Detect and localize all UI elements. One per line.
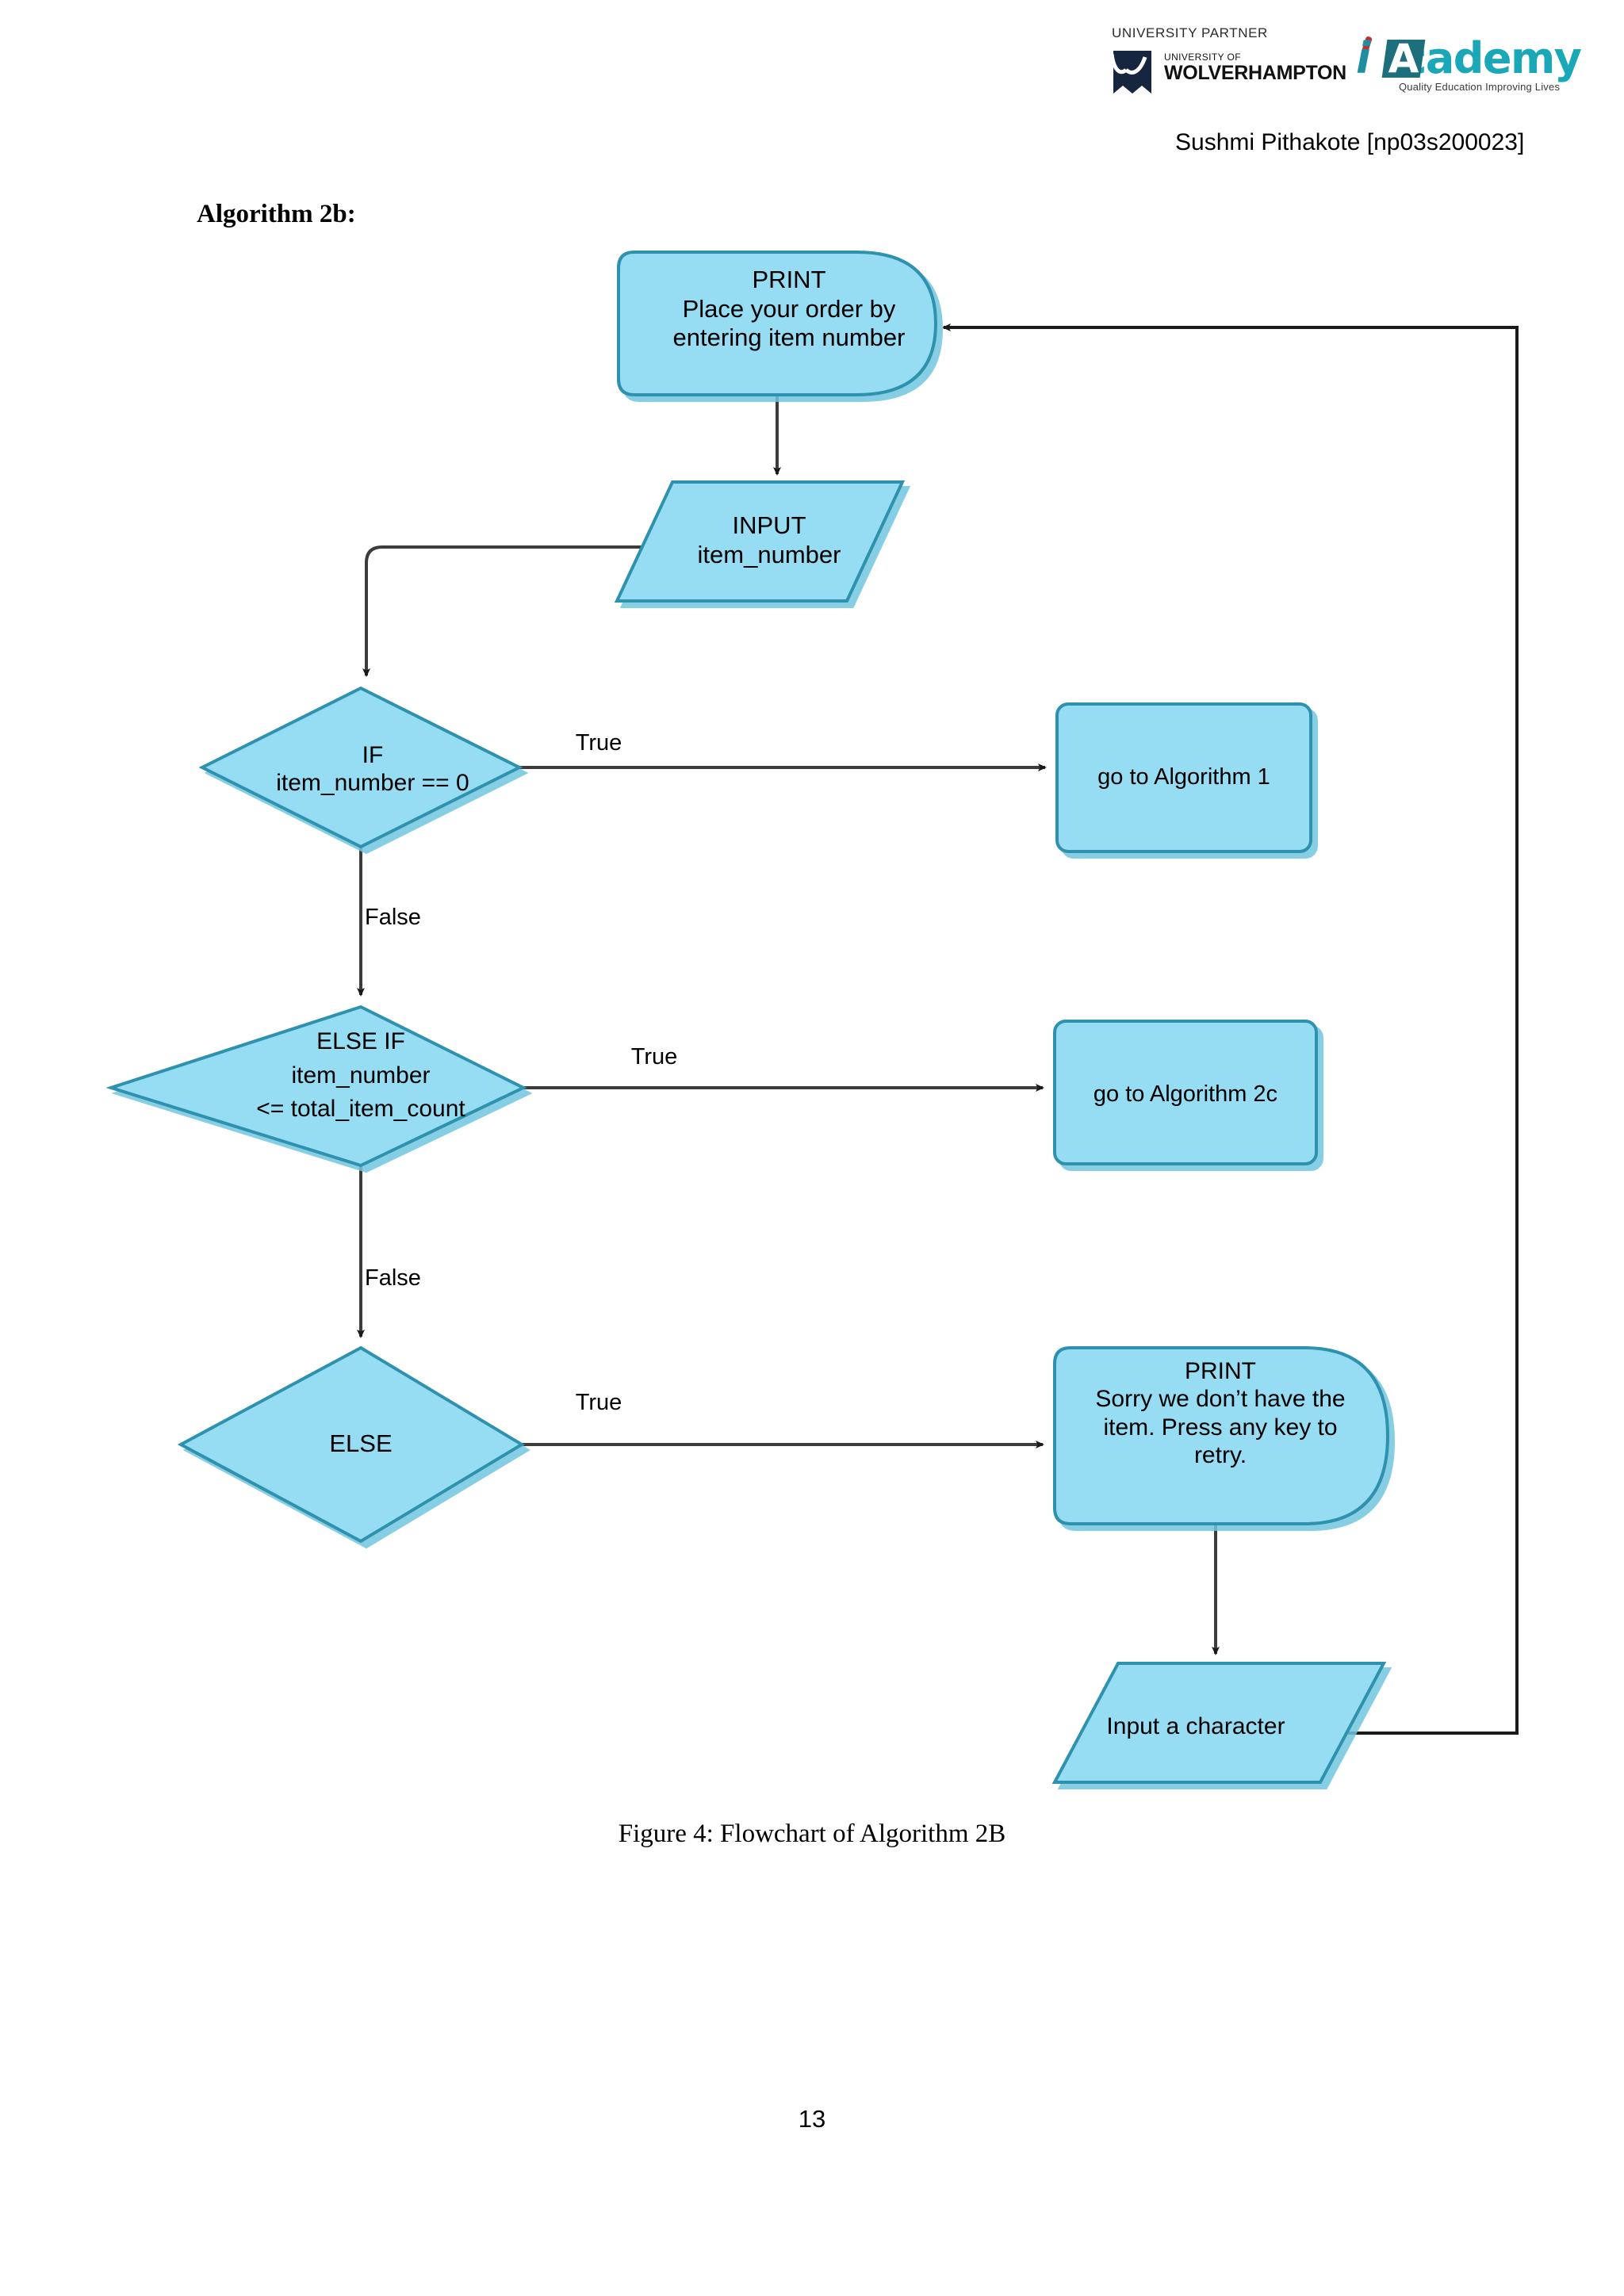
university-partner-label: UNIVERSITY PARTNER	[1112, 25, 1268, 40]
wolverhampton-logo: UNIVERSITY OF WOLVERHAMPTON	[1109, 48, 1346, 97]
flowchart-nodes	[105, 251, 1390, 1784]
iacademy-logo: iAcademy A Quality Education Improving L…	[1356, 36, 1598, 98]
header-logos: UNIVERSITY PARTNER UNIVERSITY OF WOLVERH…	[1094, 14, 1602, 101]
wolverhampton-shield-icon	[1109, 51, 1151, 94]
node-print-order-prompt[interactable]	[617, 251, 938, 396]
wolverhampton-small-text: UNIVERSITY OF	[1164, 52, 1241, 63]
node-print-sorry-retry[interactable]	[1053, 1346, 1390, 1525]
page-number: 13	[798, 2105, 826, 2133]
iacademy-rest-letters: cademy	[1401, 33, 1582, 83]
node-goto-algorithm-1[interactable]	[1055, 702, 1312, 853]
flowchart-connectors	[357, 323, 1519, 1735]
iacademy-wordmark: iAcademy	[1356, 33, 1582, 83]
iacademy-a-letter: A	[1388, 36, 1419, 82]
node-elseif-item-number-total[interactable]	[105, 1004, 527, 1168]
iacademy-tagline: Quality Education Improving Lives	[1399, 81, 1561, 93]
wolverhampton-big-text: WOLVERHAMPTON	[1164, 62, 1346, 84]
node-if-item-number-zero[interactable]	[198, 686, 523, 849]
wolverhampton-wordmark: UNIVERSITY OF WOLVERHAMPTON	[1164, 52, 1346, 84]
node-input-item-number[interactable]	[614, 480, 906, 603]
node-else-branch[interactable]	[177, 1345, 525, 1544]
node-goto-algorithm-2c[interactable]	[1053, 1020, 1318, 1165]
iacademy-i-letter: i	[1356, 33, 1371, 83]
edge-loop-back-to-print-prompt	[942, 323, 1519, 1735]
algorithm-section-title: Algorithm 2b:	[197, 200, 356, 228]
edge-input-to-if	[362, 545, 649, 677]
node-input-a-character[interactable]	[1051, 1662, 1387, 1784]
figure-caption: Figure 4: Flowchart of Algorithm 2B	[618, 1820, 1006, 1848]
student-name-and-id: Sushmi Pithakote [np03s200023]	[1175, 129, 1525, 155]
